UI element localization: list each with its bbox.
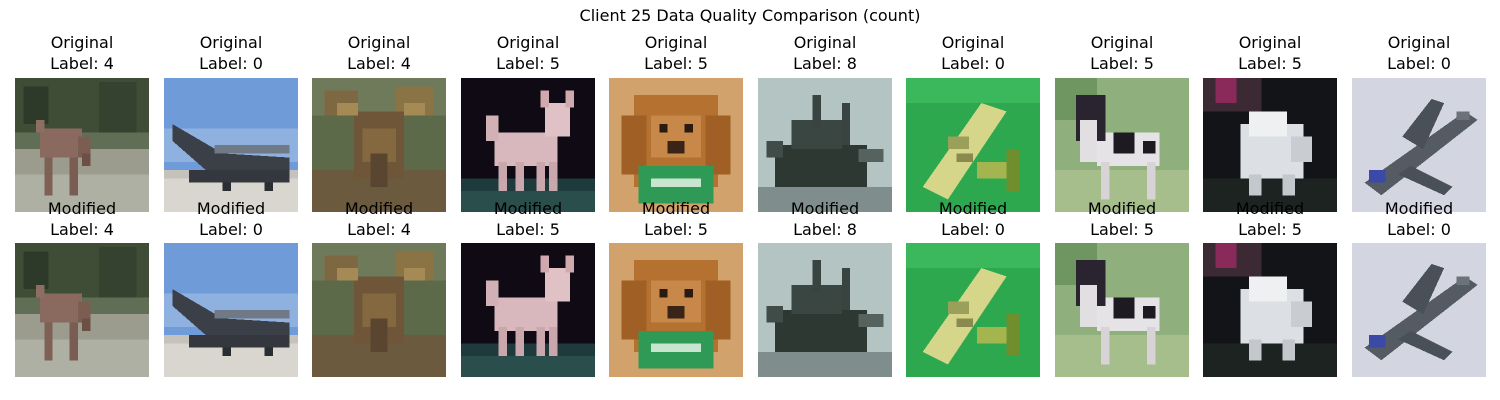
panel-title: Modified — [1235, 199, 1305, 218]
panel-label: Label: 5 — [644, 220, 708, 239]
panel-label: Label: 4 — [50, 54, 114, 73]
original-image-1 — [164, 78, 298, 212]
panel-label: Label: 8 — [793, 220, 857, 239]
panel-title: Original — [644, 33, 708, 52]
panel-title: Original — [1387, 33, 1451, 52]
panel-label: Label: 0 — [1387, 220, 1451, 239]
panel-label: Label: 4 — [347, 54, 411, 73]
panel-title: Original — [347, 33, 411, 52]
panel-label: Label: 5 — [1238, 54, 1302, 73]
panel-title: Modified — [344, 199, 414, 218]
modified-image-7 — [1055, 243, 1189, 377]
panel-title: Modified — [493, 199, 563, 218]
figure-title: Client 25 Data Quality Comparison (count… — [579, 6, 921, 25]
panel-label: Label: 5 — [496, 220, 560, 239]
panel-label: Label: 5 — [1090, 54, 1154, 73]
original-image-0 — [15, 78, 149, 212]
original-image-9 — [1352, 78, 1486, 212]
panel-title: Modified — [196, 199, 266, 218]
original-image-5 — [758, 78, 892, 212]
panel-title: Modified — [938, 199, 1008, 218]
original-image-2 — [312, 78, 446, 212]
panel-label: Label: 5 — [644, 54, 708, 73]
original-image-8 — [1203, 78, 1337, 212]
panel-title: Modified — [1087, 199, 1157, 218]
modified-image-4 — [609, 243, 743, 377]
panel-label: Label: 4 — [50, 220, 114, 239]
panel-label: Label: 0 — [199, 54, 263, 73]
original-image-6 — [906, 78, 1040, 212]
panel-title: Modified — [641, 199, 711, 218]
panel-label: Label: 8 — [793, 54, 857, 73]
panel-label: Label: 0 — [199, 220, 263, 239]
panel-label: Label: 5 — [1238, 220, 1302, 239]
panel-title: Original — [50, 33, 114, 52]
panel-label: Label: 5 — [496, 54, 560, 73]
panel-label: Label: 5 — [1090, 220, 1154, 239]
panel-title: Modified — [47, 199, 117, 218]
panel-title: Original — [199, 33, 263, 52]
panel-title: Modified — [1384, 199, 1454, 218]
panel-title: Original — [793, 33, 857, 52]
modified-image-6 — [906, 243, 1040, 377]
original-image-3 — [461, 78, 595, 212]
modified-image-0 — [15, 243, 149, 377]
panel-label: Label: 4 — [347, 220, 411, 239]
panel-title: Original — [1238, 33, 1302, 52]
panel-label: Label: 0 — [1387, 54, 1451, 73]
panel-title: Modified — [790, 199, 860, 218]
panel-title: Original — [496, 33, 560, 52]
modified-image-5 — [758, 243, 892, 377]
modified-image-3 — [461, 243, 595, 377]
modified-image-8 — [1203, 243, 1337, 377]
panel-title: Original — [941, 33, 1005, 52]
panel-label: Label: 0 — [941, 54, 1005, 73]
original-image-4 — [609, 78, 743, 212]
panel-title: Original — [1090, 33, 1154, 52]
modified-image-1 — [164, 243, 298, 377]
modified-image-2 — [312, 243, 446, 377]
panel-label: Label: 0 — [941, 220, 1005, 239]
modified-image-9 — [1352, 243, 1486, 377]
original-image-7 — [1055, 78, 1189, 212]
